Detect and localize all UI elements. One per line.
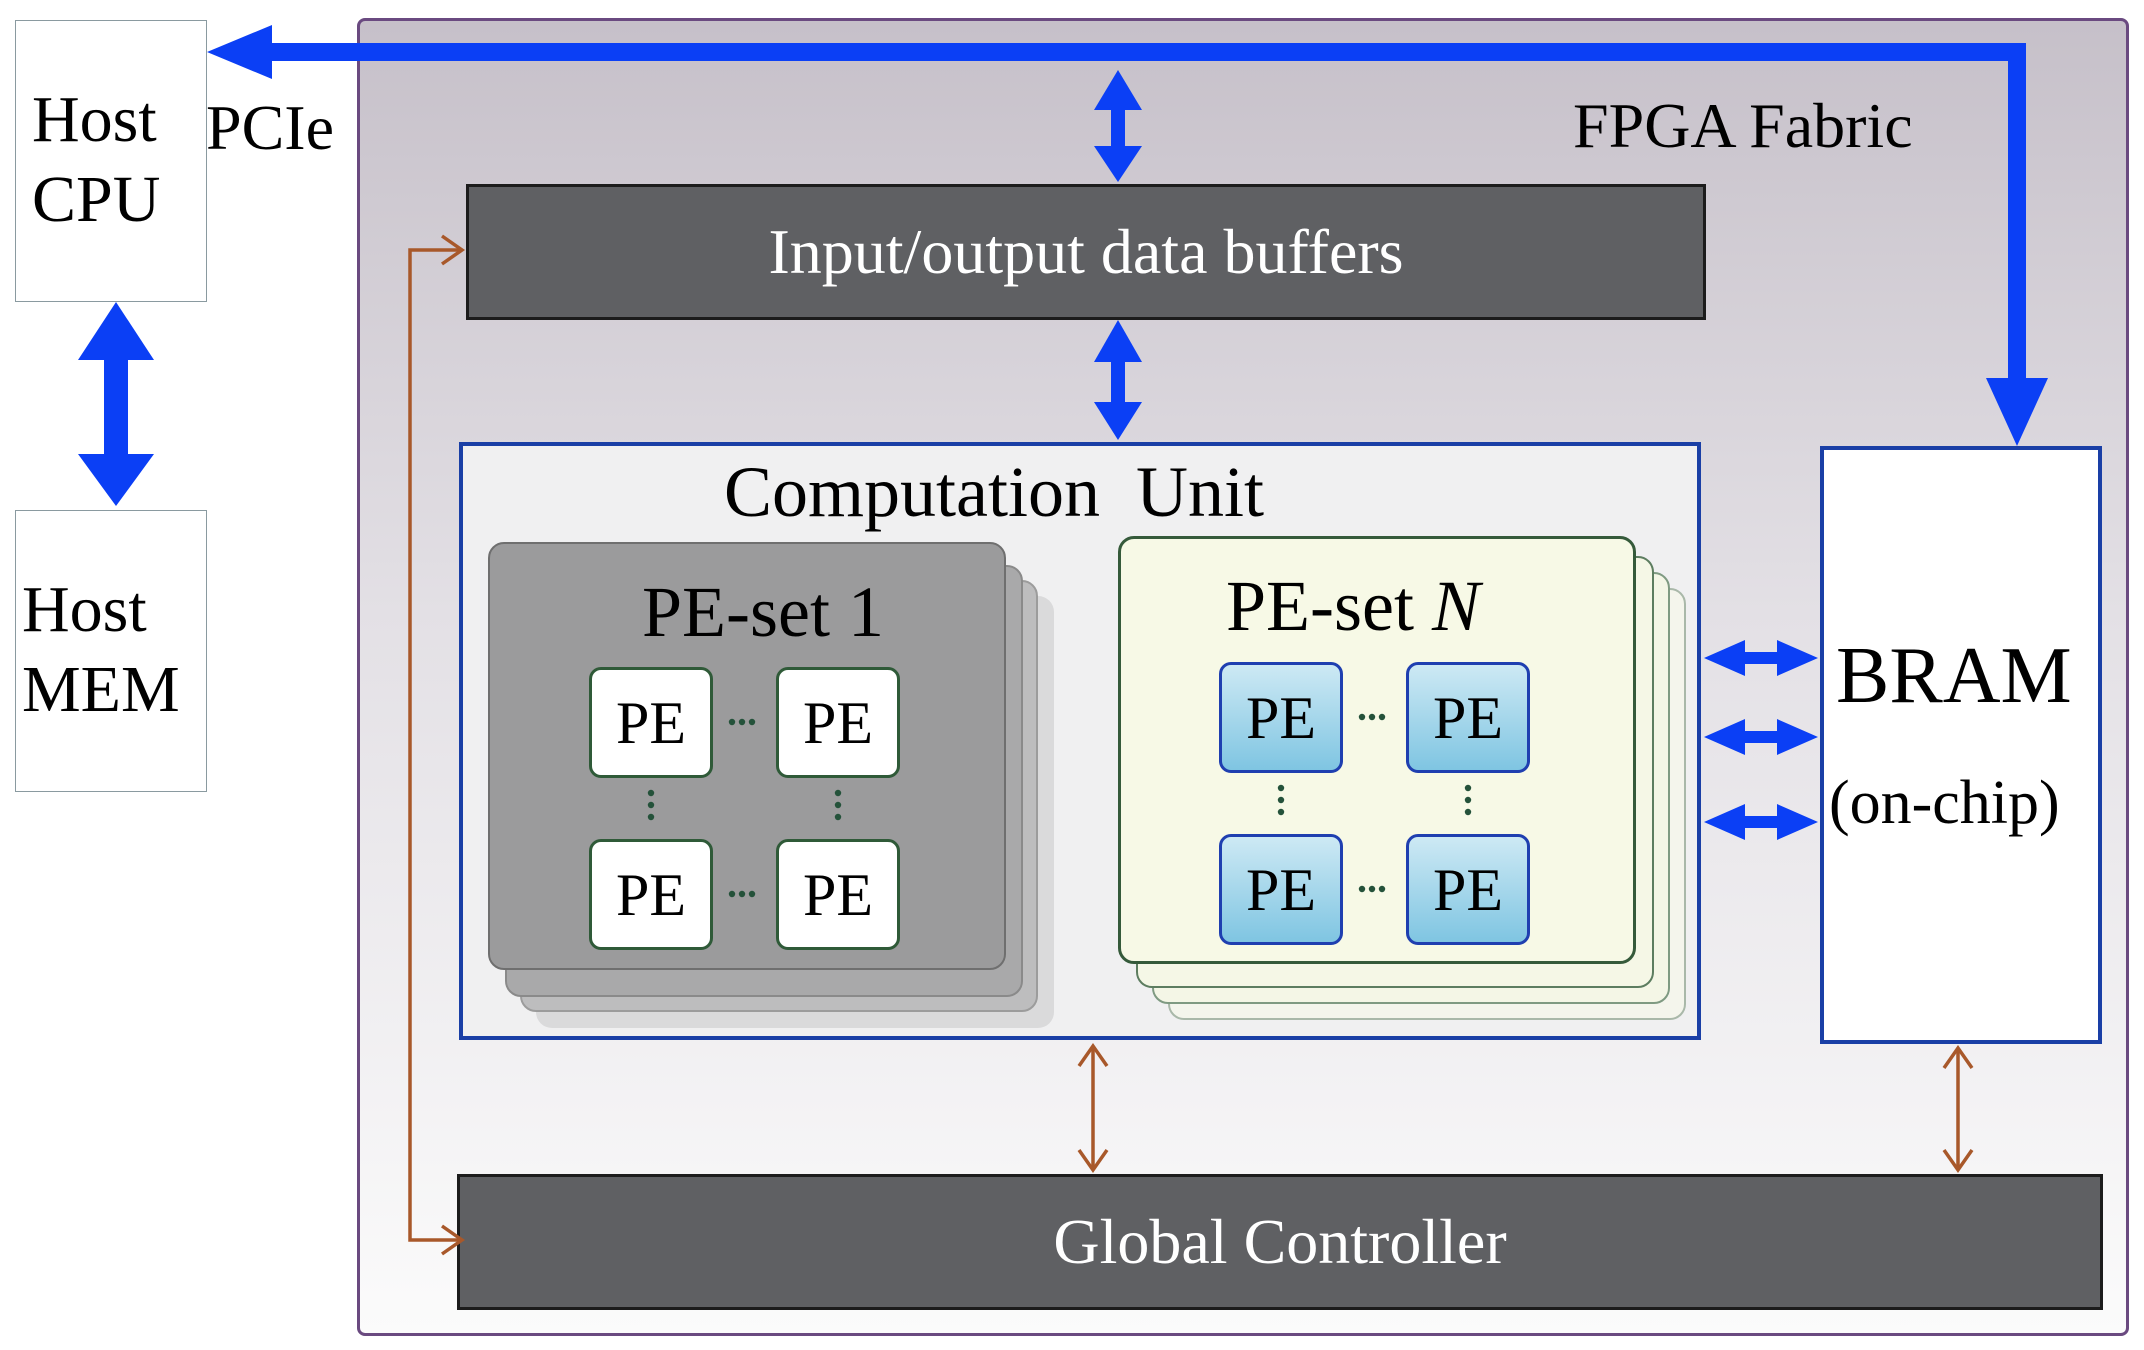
pe-cell: PE <box>1406 834 1530 945</box>
pe-cell: PE <box>589 839 713 950</box>
pe-cell: PE <box>589 667 713 778</box>
bram-label-line2: (on-chip) <box>1829 769 2060 837</box>
host-mem-label-line1: Host <box>22 573 147 646</box>
host-mem-label-line2: MEM <box>22 653 180 726</box>
global-controller-label: Global Controller <box>1053 1206 1507 1277</box>
pcie-to-buffers-arrow <box>1094 70 1142 182</box>
host-cpu-box: Host CPU <box>15 20 207 302</box>
pe-cell: PE <box>1219 834 1343 945</box>
bram-block <box>1820 446 2102 1044</box>
host-mem-box: Host MEM <box>15 510 207 792</box>
fpga-fabric-label: FPGA Fabric <box>1573 90 1913 161</box>
io-data-buffers-label: Input/output data buffers <box>768 216 1404 287</box>
pe-set-n-container <box>1118 536 1636 964</box>
pe-cell: PE <box>776 667 900 778</box>
pe-cell: PE <box>776 839 900 950</box>
host-cpu-mem-arrow <box>78 302 154 506</box>
buffers-to-computation-unit-arrow <box>1094 320 1142 440</box>
pe-set-1-label: PE-set 1 <box>642 572 884 652</box>
bram-label-line1: BRAM <box>1836 632 2072 720</box>
computation-unit-bram-arrows <box>1704 640 1818 840</box>
host-cpu-label-line2: CPU <box>32 163 161 236</box>
pcie-label: PCIe <box>206 92 334 163</box>
host-cpu-label-line1: Host <box>32 83 157 156</box>
control-arrows <box>408 234 1974 1256</box>
pe-set-1-container <box>488 542 1006 970</box>
pe-cell: PE <box>1219 662 1343 773</box>
pe-set-n-label: PE-set N <box>1226 566 1481 646</box>
global-controller-block: Global Controller <box>457 1174 2103 1310</box>
computation-unit-title: Computation Unit <box>724 452 1264 532</box>
io-data-buffers-block: Input/output data buffers <box>466 184 1706 320</box>
pe-cell: PE <box>1406 662 1530 773</box>
pcie-bus <box>207 25 2048 446</box>
pe-ellipsis-dots <box>647 713 1472 898</box>
